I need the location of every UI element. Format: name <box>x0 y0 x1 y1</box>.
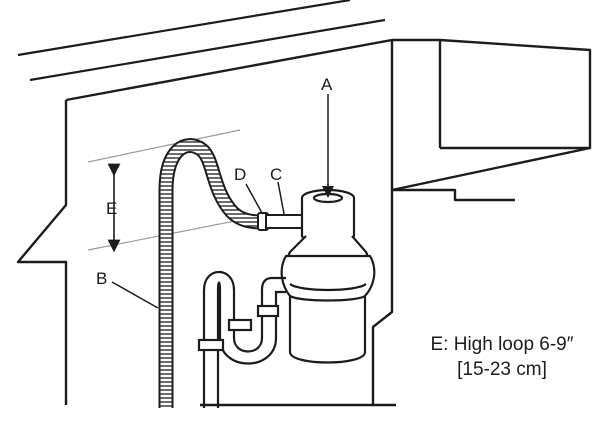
label-e: E <box>106 199 117 218</box>
trap-pipes <box>197 271 286 408</box>
label-d: D <box>234 165 246 184</box>
disposer-unit <box>280 188 376 364</box>
caption-line-1: E: High loop 6-9″ <box>430 334 574 355</box>
caption-line-2: [15-23 cm] <box>457 359 547 380</box>
leader-lines <box>111 94 334 309</box>
label-b: B <box>96 269 107 288</box>
label-a: A <box>321 75 333 94</box>
ceiling-lines <box>17 0 386 82</box>
label-c: C <box>270 165 282 184</box>
branch-tailpiece <box>265 214 307 229</box>
caption: E: High loop 6-9″ [15-23 cm] <box>418 332 586 382</box>
drain-hose <box>158 138 263 408</box>
cabinet-outline <box>16 38 592 407</box>
